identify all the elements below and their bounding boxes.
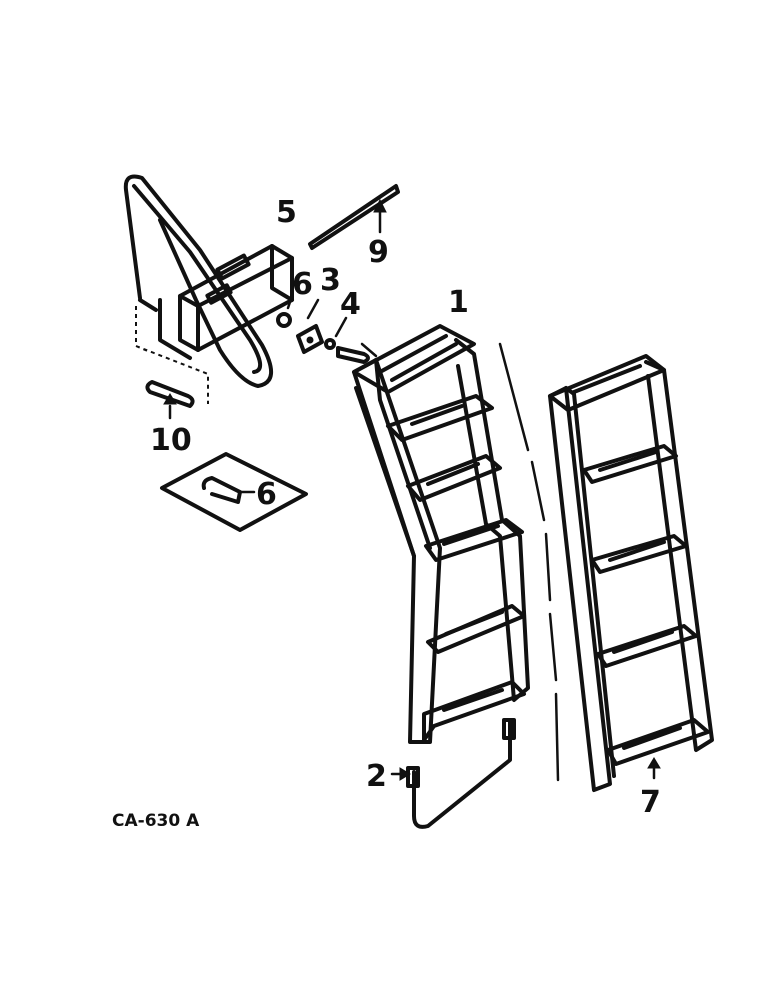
callout-1: 1 <box>448 285 469 320</box>
decal-plate <box>160 452 308 532</box>
handrail-assembly <box>123 174 294 404</box>
callout-2: 2 <box>366 759 387 794</box>
callout-6-washer: 6 <box>292 267 313 302</box>
rod-part <box>308 184 400 250</box>
callout-10: 10 <box>150 423 192 458</box>
callout-5: 5 <box>276 195 297 230</box>
callout-3: 3 <box>320 263 341 298</box>
callout-7: 7 <box>640 785 661 820</box>
separator-line <box>498 342 560 782</box>
drawing-code: CA-630 A <box>112 811 200 831</box>
pin-part <box>145 380 195 420</box>
callout-6-decal: 6 <box>256 477 277 512</box>
ladder-assembly-7 <box>548 354 714 792</box>
ladder-assembly-1 <box>352 324 530 744</box>
support-rod <box>390 718 516 829</box>
callout-9: 9 <box>368 235 389 270</box>
hardware-parts <box>276 294 370 364</box>
callout-4: 4 <box>340 287 361 322</box>
